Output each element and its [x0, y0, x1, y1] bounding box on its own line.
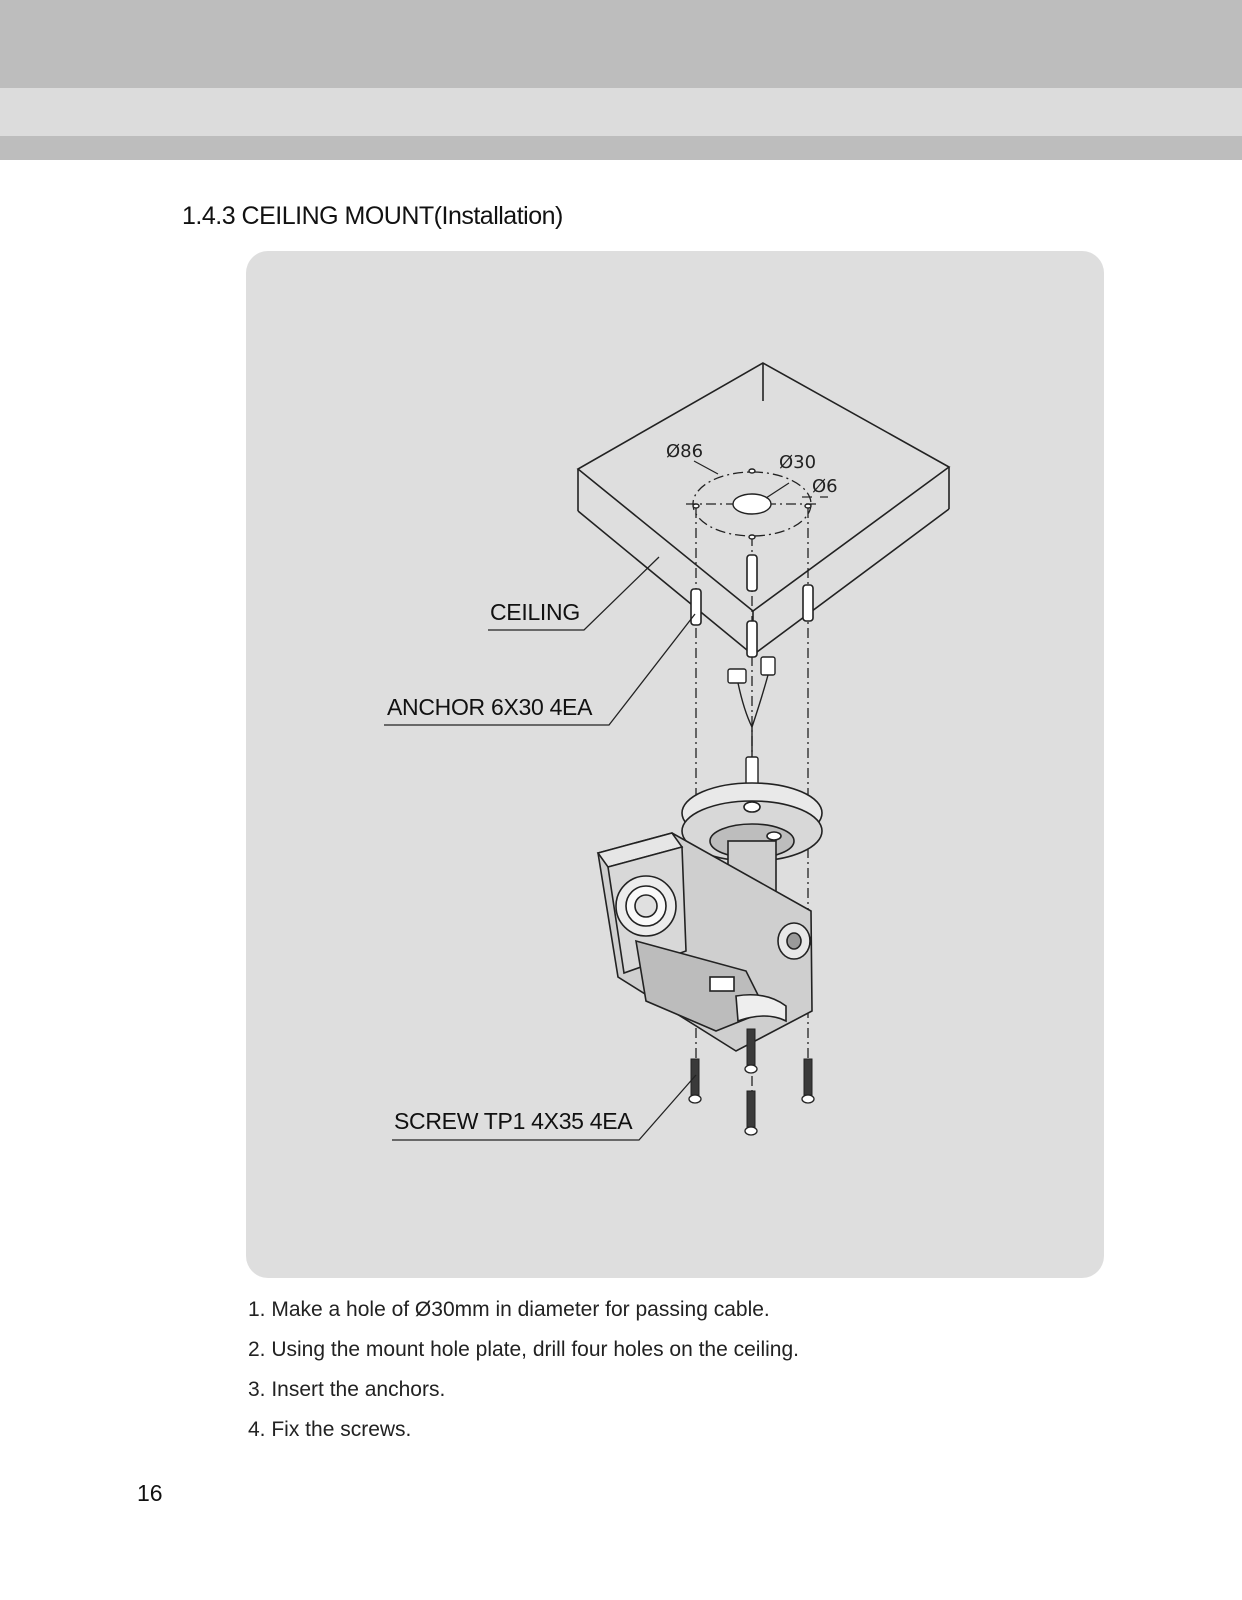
- page-number: 16: [137, 1480, 163, 1506]
- header-strip: [0, 136, 1242, 160]
- screw-right: [803, 1058, 813, 1096]
- header-band: [0, 0, 1242, 88]
- screw-label: SCREW TP1 4X35 4EA: [394, 1108, 633, 1134]
- section-subtitle: (Installation): [433, 202, 564, 230]
- ceiling-mount-diagram: [384, 362, 951, 1141]
- dim-plate-diameter: Ø86: [666, 441, 704, 462]
- section-title: 1.4.3 CEILING MOUNT(Installation): [182, 202, 563, 231]
- step-3: 3. Insert the anchors.: [248, 1378, 446, 1401]
- step-2: 2. Using the mount hole plate, drill fou…: [248, 1338, 799, 1361]
- screw-leader: [392, 1074, 697, 1141]
- screw-back: [746, 1028, 756, 1066]
- ceiling-leader: [488, 556, 660, 631]
- dim-screw-hole-diameter: Ø6: [812, 476, 838, 497]
- section-heading: 1.4.3 CEILING MOUNT: [182, 202, 434, 230]
- installation-steps: 1. Make a hole of Ø30mm in diameter for …: [248, 1296, 1108, 1456]
- anchor-back: [746, 554, 758, 592]
- step-4: 4. Fix the screws.: [248, 1418, 412, 1441]
- dim-cable-hole-diameter: Ø30: [779, 452, 817, 473]
- screw-front: [746, 1090, 756, 1128]
- step-1: 1. Make a hole of Ø30mm in diameter for …: [248, 1298, 770, 1321]
- anchor-right: [802, 584, 814, 622]
- installation-figure: Ø86 Ø30 Ø6 CEILING ANCHOR 6X30 4EA SCREW…: [246, 251, 1104, 1278]
- anchor-leader: [384, 613, 696, 726]
- anchor-front: [746, 620, 758, 658]
- anchor-left: [690, 588, 702, 626]
- header-band-light: [0, 88, 1242, 136]
- ceiling-label: CEILING: [490, 599, 580, 625]
- cable-hole: [732, 493, 772, 515]
- anchor-label: ANCHOR 6X30 4EA: [387, 694, 593, 720]
